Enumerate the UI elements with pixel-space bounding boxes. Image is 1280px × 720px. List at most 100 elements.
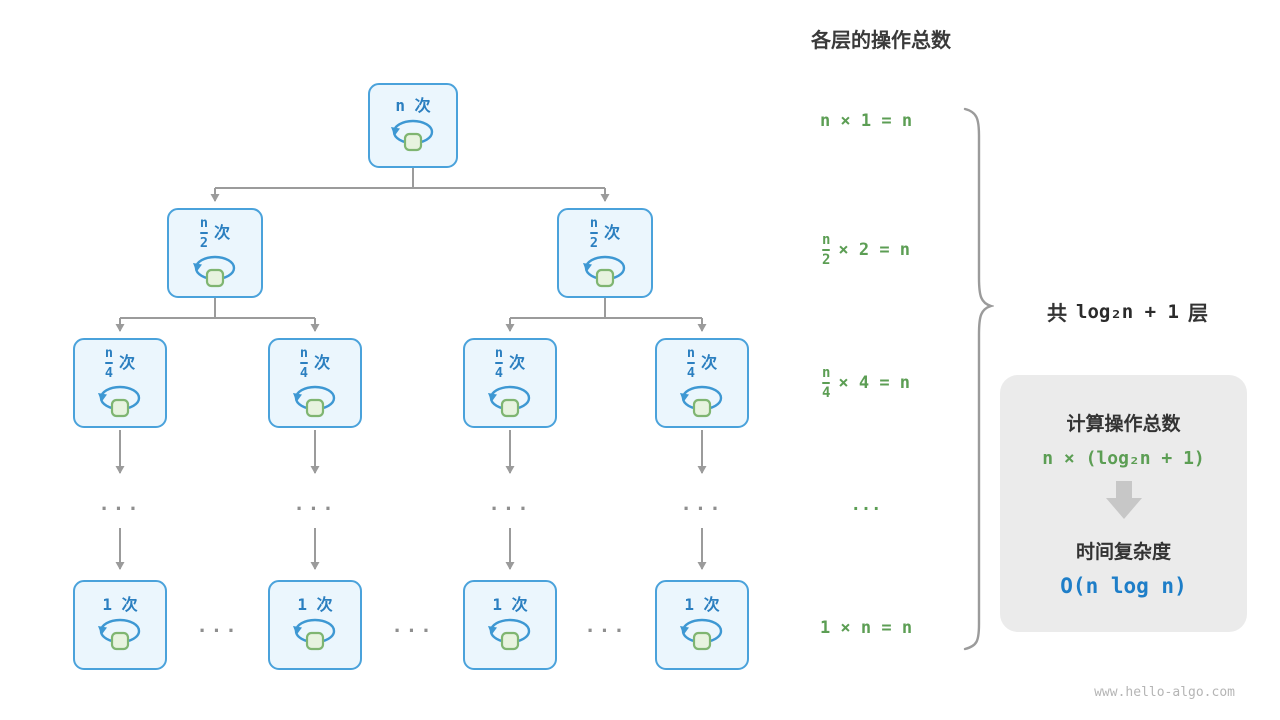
annotation-text: n × 1 = n (819, 111, 913, 131)
node-suffix: 次 (701, 353, 718, 372)
loop-icon (582, 254, 628, 290)
frac-numerator: n (199, 215, 209, 232)
ellipsis: ... (680, 493, 724, 515)
node-label: 1 次 (492, 597, 527, 613)
frac-bar (686, 362, 696, 364)
complexity-title: 时间复杂度 (1075, 541, 1171, 563)
loop-icon (97, 384, 143, 420)
node-label: n 次 (395, 95, 431, 115)
ellipsis: ... (391, 615, 435, 637)
annotation-row-1: n × 1 = n (766, 108, 966, 134)
frac-numerator: n (686, 345, 696, 362)
tree-node-root: n 次 (368, 83, 458, 168)
ellipsis: ... (584, 615, 628, 637)
frac-denominator: 4 (104, 364, 114, 381)
frac-bar (821, 249, 831, 251)
annotation-row-5: 1 × n = n (766, 615, 966, 641)
node-text: n 次 (395, 95, 431, 115)
frac-numerator: n (494, 345, 504, 362)
tree-node-bottom-1: 1 次 (73, 580, 167, 670)
ellipsis: ... (293, 493, 337, 515)
node-label: 1 次 (297, 597, 332, 613)
frac-denominator: 2 (589, 234, 599, 251)
node-suffix: 次 (314, 353, 331, 372)
node-text: 1 次 (492, 595, 528, 614)
frac-bar (104, 362, 114, 364)
frac-denominator: 2 (199, 234, 209, 251)
frac-denominator: 4 (821, 384, 831, 401)
frac-numerator: n (821, 364, 831, 381)
frac-denominator: 2 (821, 251, 831, 268)
frac-bar (199, 232, 209, 234)
loop-icon (292, 617, 338, 653)
loop-icon (192, 254, 238, 290)
column-header: 各层的操作总数 (811, 28, 951, 52)
frac-bar (821, 382, 831, 384)
brace (963, 107, 994, 651)
complexity-value: O(n log n) (1060, 574, 1187, 598)
ellipsis: ... (196, 615, 240, 637)
node-suffix: 次 (214, 223, 231, 242)
tree-node-bottom-3: 1 次 (463, 580, 557, 670)
loop-icon (292, 384, 338, 420)
layer-count-prefix: 共 (1047, 301, 1068, 325)
annotation-text: 1 × n = n (819, 618, 913, 638)
annotation-text: × 4 = n (838, 373, 911, 393)
node-suffix: 次 (604, 223, 621, 242)
ellipsis: ... (488, 493, 532, 515)
loop-icon (679, 384, 725, 420)
frac-bar (494, 362, 504, 364)
layer-count-suffix: 层 (1187, 301, 1208, 325)
layer-count-formula: log₂n + 1 (1076, 300, 1179, 323)
annotation-text: × 2 = n (838, 240, 911, 260)
ops-title: 计算操作总数 (1066, 413, 1181, 435)
loop-icon (679, 617, 725, 653)
loop-icon (390, 118, 436, 154)
loop-icon (487, 617, 533, 653)
frac-bar (589, 232, 599, 234)
annotation-row-4: ... (766, 492, 966, 518)
down-arrow-icon (1100, 481, 1148, 525)
node-label: 1 次 (102, 597, 137, 613)
frac-bar (299, 362, 309, 364)
frac-numerator: n (299, 345, 309, 362)
loop-icon (97, 617, 143, 653)
frac-denominator: 4 (686, 364, 696, 381)
watermark: www.hello-algo.com (1094, 685, 1235, 700)
node-label: 1 次 (684, 597, 719, 613)
frac-numerator: n (104, 345, 114, 362)
annotation-text: ... (850, 495, 882, 515)
node-text: 1 次 (102, 595, 138, 614)
node-text: 1 次 (297, 595, 333, 614)
layer-count-label: 共 log₂n + 1 层 (1005, 297, 1250, 326)
ops-formula: n × (log₂n + 1) (1042, 448, 1205, 469)
frac-denominator: 4 (299, 364, 309, 381)
loop-icon (487, 384, 533, 420)
ellipsis: ... (98, 493, 142, 515)
node-text: 1 次 (684, 595, 720, 614)
frac-numerator: n (821, 231, 831, 248)
frac-denominator: 4 (494, 364, 504, 381)
node-suffix: 次 (509, 353, 526, 372)
